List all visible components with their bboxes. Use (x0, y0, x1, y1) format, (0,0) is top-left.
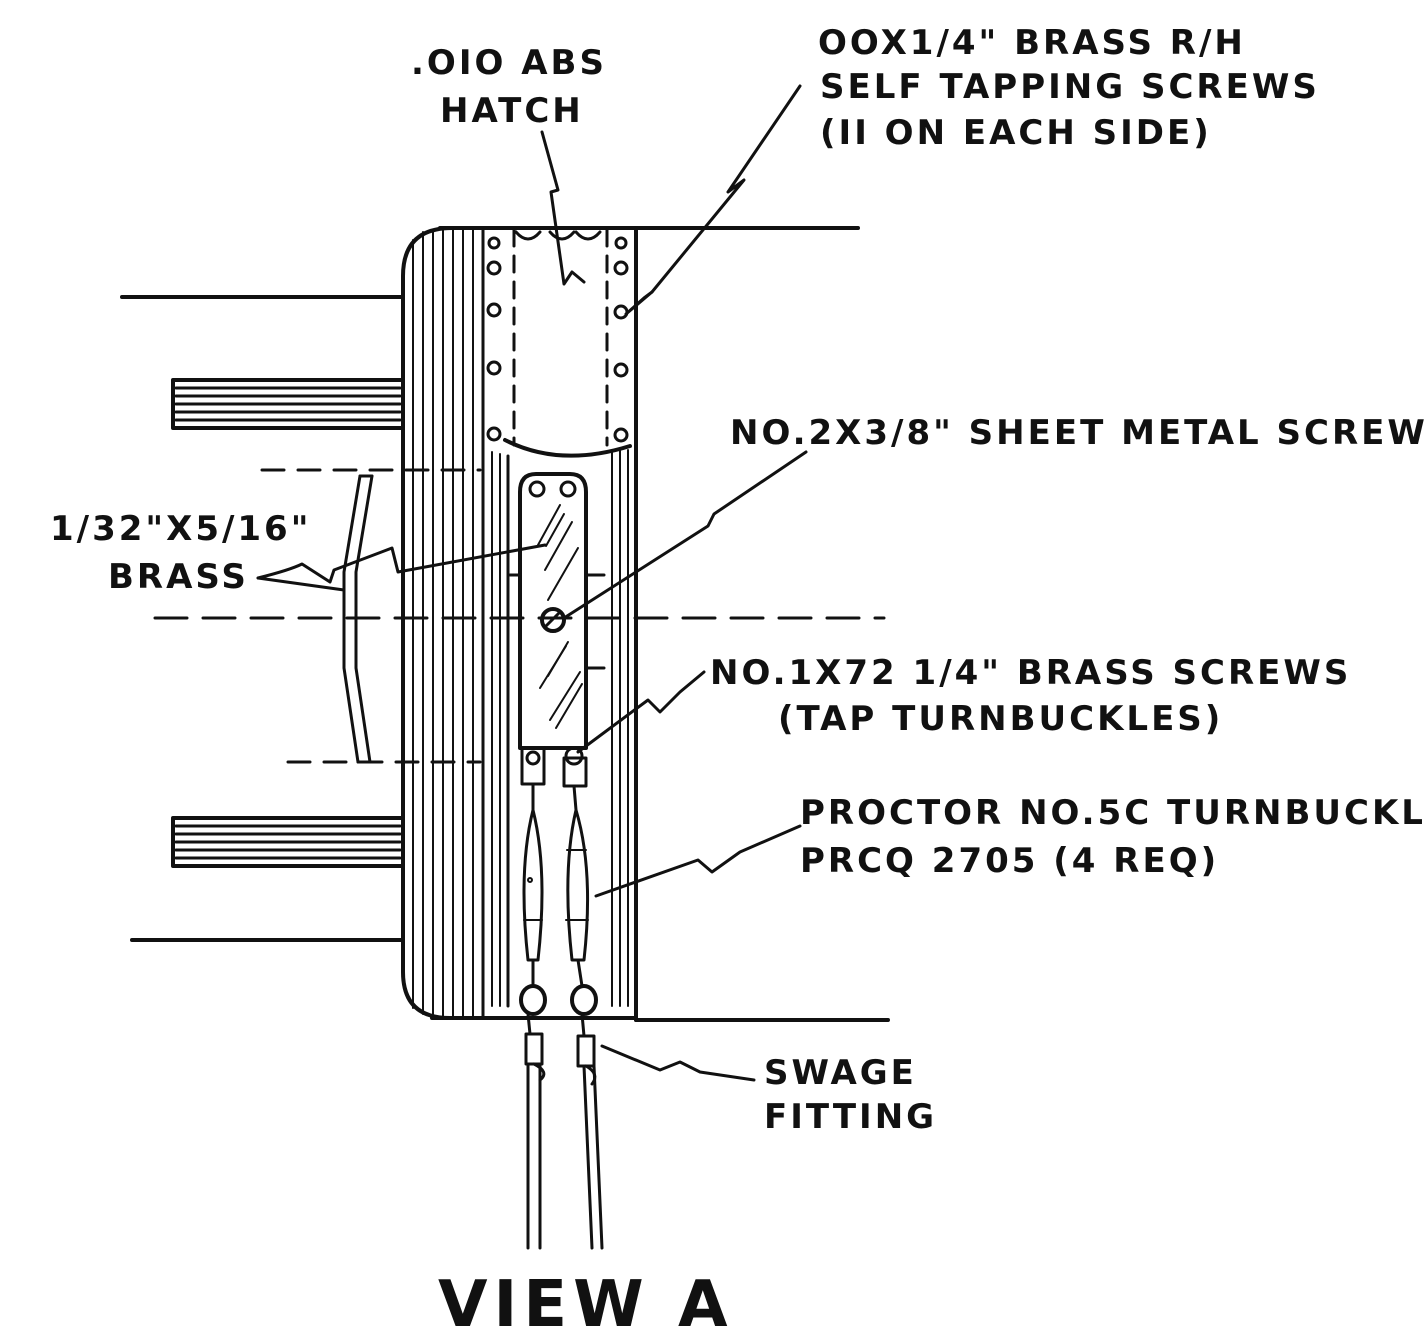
svg-text:PRCQ 2705 (4 REQ): PRCQ 2705 (4 REQ) (800, 841, 1219, 881)
svg-text:HATCH: HATCH (440, 91, 584, 131)
svg-text:PROCTOR NO.5C TURNBUCKLE: PROCTOR NO.5C TURNBUCKLE (800, 793, 1426, 833)
label-tap-screws: NO.1X72 1/4" BRASS SCREWS (TAP TURNBUCKL… (710, 653, 1351, 739)
label-swage-fitting: SWAGE FITTING (764, 1053, 937, 1137)
leader-lines (256, 84, 808, 1082)
reference-lines (153, 468, 886, 764)
bulkhead-frame (401, 226, 485, 1020)
upper-stringer (171, 378, 405, 430)
svg-text:NO.2X3/8" SHEET METAL SCREW: NO.2X3/8" SHEET METAL SCREW (730, 413, 1426, 453)
label-hatch: .OIO ABS HATCH (411, 43, 607, 131)
hatch-outline (503, 228, 632, 458)
sheet-metal-screw-icon (540, 607, 566, 633)
frame-lines (120, 226, 890, 1022)
label-brass-screws: OOX1/4" BRASS R/H SELF TAPPING SCREWS (I… (818, 23, 1320, 153)
svg-text:SELF TAPPING SCREWS: SELF TAPPING SCREWS (820, 67, 1320, 107)
svg-text:BRASS: BRASS (108, 557, 249, 597)
svg-text:FITTING: FITTING (764, 1097, 937, 1137)
cables (524, 1012, 604, 1250)
svg-text:1/32"X5/16": 1/32"X5/16" (50, 509, 311, 549)
turnbuckle-left (519, 746, 547, 1016)
label-sheet-metal-screw: NO.2X3/8" SHEET METAL SCREW (730, 413, 1426, 453)
view-title: VIEW A (438, 1268, 733, 1339)
turnbuckle-right (562, 746, 598, 1016)
svg-text:NO.1X72 1/4" BRASS SCREWS: NO.1X72 1/4" BRASS SCREWS (710, 653, 1351, 693)
brass-plate (518, 472, 588, 750)
svg-text:OOX1/4" BRASS R/H: OOX1/4" BRASS R/H (818, 23, 1246, 63)
lower-stringer (171, 816, 405, 868)
brass-strip (342, 474, 374, 764)
label-brass-strip: 1/32"X5/16" BRASS (50, 509, 311, 597)
svg-text:SWAGE: SWAGE (764, 1053, 917, 1093)
svg-text:.OIO ABS: .OIO ABS (411, 43, 607, 83)
svg-text:(TAP TURNBUCKLES): (TAP TURNBUCKLES) (778, 699, 1223, 739)
svg-text:(II ON EACH SIDE): (II ON EACH SIDE) (820, 113, 1212, 153)
label-turnbuckle: PROCTOR NO.5C TURNBUCKLE PRCQ 2705 (4 RE… (800, 793, 1426, 881)
